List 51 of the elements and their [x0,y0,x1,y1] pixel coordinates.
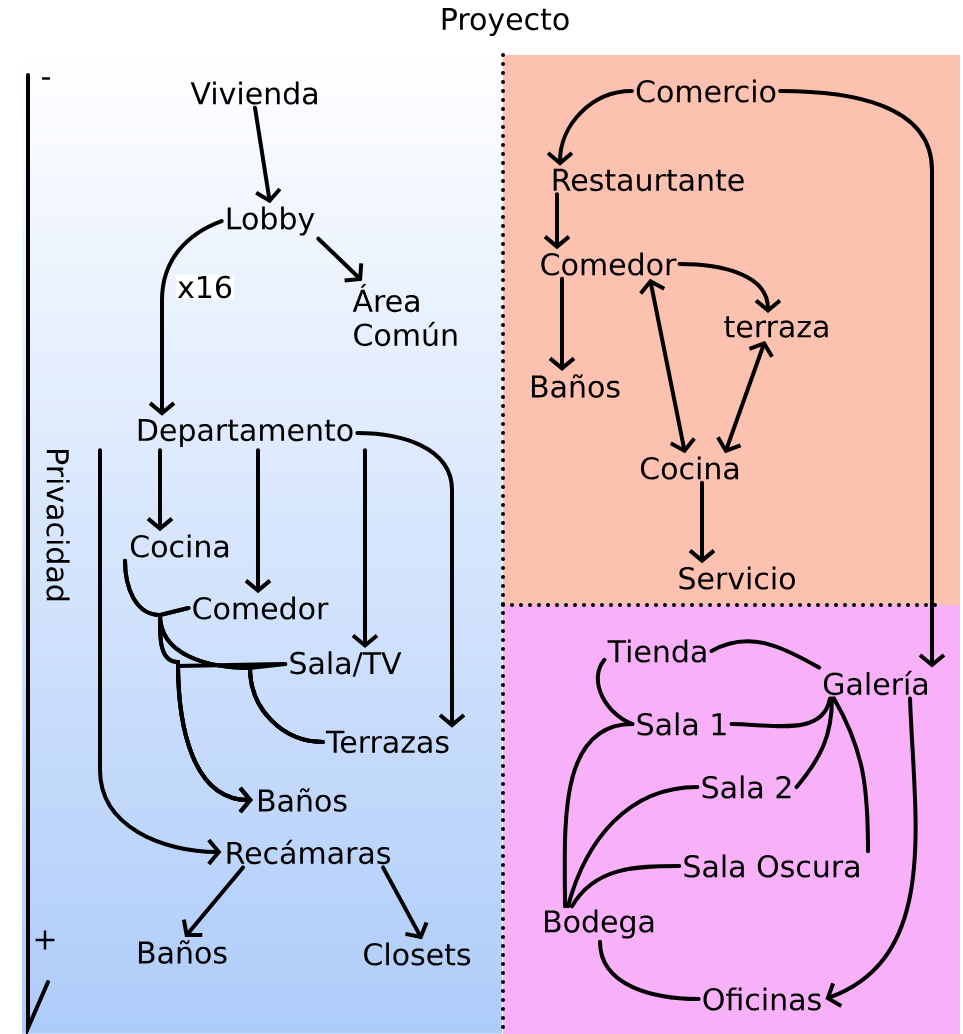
arrow [355,431,466,728]
arrow [181,865,245,937]
arrow [381,865,429,940]
node-label: Baños [258,788,347,812]
node-label: Sala/TV [290,651,402,677]
node-label: Sala 1 [637,712,726,736]
arrow [548,276,576,371]
arrow [546,89,634,166]
node-label: Lobby [227,206,315,236]
arrow [639,278,696,454]
node-label: Comedor [541,252,677,276]
node-label: Área Común [352,283,457,347]
node-label: Sala 2 [702,775,791,799]
node-label: terraza [724,316,828,338]
arrow [677,262,782,314]
arrow [146,448,174,532]
node-label: Departamento [138,418,353,448]
node-label: Restaurtante [553,168,744,192]
arrow [778,89,946,668]
arrow [351,448,379,649]
arrow [716,340,774,454]
arrow [253,105,282,204]
node-label: Recámaras [227,839,390,865]
axis-label: Privacidad [46,450,70,601]
arrow [98,448,222,866]
node-label: Closets [364,942,471,966]
node-label: Sala Oscura [684,854,859,878]
node-label: Vivienda [190,81,317,105]
node-label: Galería [823,670,928,696]
arrow [688,480,716,564]
title: Proyecto [442,7,569,37]
node-label: Comedor [193,596,329,620]
node-label: Baños [138,940,227,964]
node-label: Baños [531,374,620,398]
node-label: Oficinas [703,987,821,1011]
axis-label: - [42,77,50,80]
axis-label: + [35,930,55,950]
node-label: Bodega [545,909,654,939]
edge-label: x16 [176,274,234,300]
arrow [244,448,272,594]
node-label: Cocina [130,534,229,558]
arrow [176,662,288,814]
arrow [148,219,224,416]
node-label: Comercio [636,79,776,103]
node-label: Servicio [679,566,795,590]
arrow [316,236,364,283]
node-label: Cocina [640,456,739,480]
arrow [825,696,918,1008]
node-label: Terrazas [325,730,449,754]
arrow [543,192,571,250]
node-label: Tienda [607,639,706,663]
